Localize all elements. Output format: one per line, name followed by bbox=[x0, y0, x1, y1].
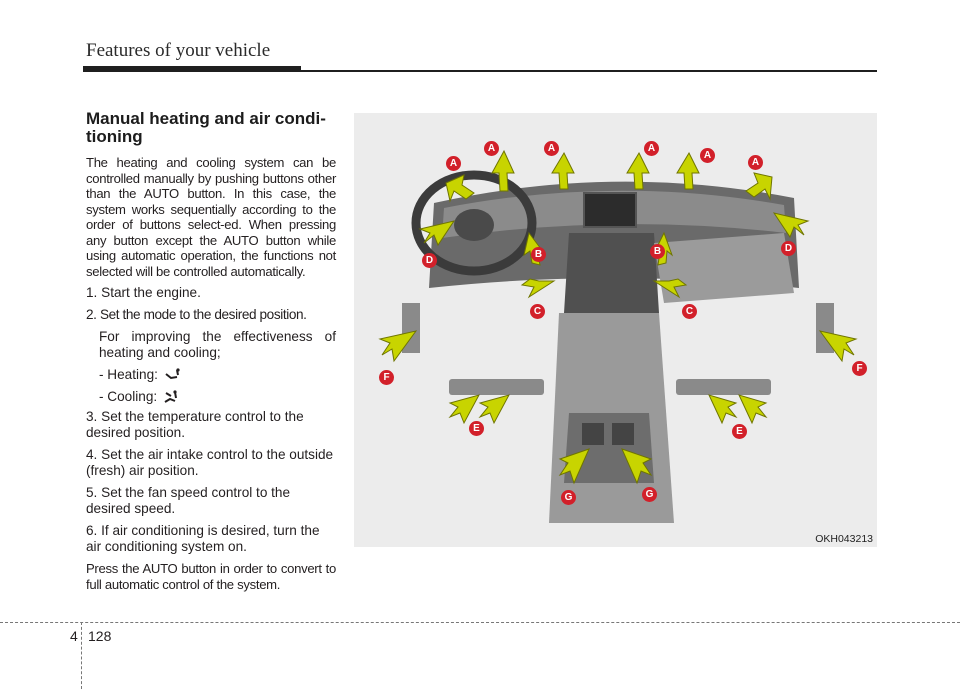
vent-marker-b: B bbox=[650, 244, 665, 259]
vent-marker-a: A bbox=[446, 156, 461, 171]
vent-marker-a: A bbox=[700, 148, 715, 163]
running-header: Features of your vehicle bbox=[86, 40, 271, 61]
vent-marker-f: F bbox=[379, 370, 394, 385]
vent-marker-d: D bbox=[781, 241, 796, 256]
step-3-num: 3. bbox=[86, 409, 98, 424]
step-4-num: 4. bbox=[86, 447, 98, 462]
dashboard-illustration bbox=[378, 149, 858, 523]
step-5-num: 5. bbox=[86, 485, 98, 500]
step-5-text: Set the fan speed control to the desired… bbox=[86, 485, 291, 516]
step-5: 5. Set the fan speed control to the desi… bbox=[86, 485, 336, 517]
improve-note: For improving the effectiveness of heati… bbox=[99, 329, 336, 360]
figure-caption: OKH043213 bbox=[815, 533, 873, 545]
step-1-text: Start the engine. bbox=[101, 285, 201, 300]
step-2-text: Set the mode to the desired position. bbox=[99, 307, 307, 322]
heating-row: - Heating: bbox=[86, 365, 336, 385]
vent-marker-a: A bbox=[748, 155, 763, 170]
vent-marker-a: A bbox=[484, 141, 499, 156]
heating-label: - Heating: bbox=[99, 367, 158, 382]
cooling-row: - Cooling: bbox=[86, 387, 336, 407]
vent-marker-c: C bbox=[682, 304, 697, 319]
step-2-num: 2. bbox=[86, 307, 97, 322]
step-1: 1. Start the engine. bbox=[86, 285, 336, 301]
chapter-number: 4 bbox=[70, 628, 78, 644]
step-6-text: If air conditioning is desired, turn the… bbox=[86, 523, 320, 554]
vent-marker-g: G bbox=[642, 487, 657, 502]
step-2: 2. Set the mode to the desired position. bbox=[86, 307, 336, 323]
step-4-text: Set the air intake control to the outsid… bbox=[86, 447, 334, 478]
vent-marker-a: A bbox=[544, 141, 559, 156]
cooling-mode-icon bbox=[164, 390, 178, 403]
vent-marker-b: B bbox=[531, 247, 546, 262]
vent-marker-f: F bbox=[852, 361, 867, 376]
page-number: 128 bbox=[88, 628, 112, 644]
step-3-text: Set the temperature control to the desir… bbox=[86, 409, 304, 440]
footer-vertical-rule bbox=[81, 622, 82, 689]
vent-diagram: A A A A A A B B C C D D E E F F G G OKH0… bbox=[354, 113, 877, 547]
step-6-num: 6. bbox=[86, 523, 98, 538]
vent-marker-g: G bbox=[561, 490, 576, 505]
footer-rule bbox=[0, 622, 960, 623]
text-column: Manual heating and air condi-tioning The… bbox=[86, 110, 336, 598]
vent-marker-e: E bbox=[469, 421, 484, 436]
step-1-num: 1. bbox=[86, 285, 98, 300]
vent-marker-d: D bbox=[422, 253, 437, 268]
vent-marker-e: E bbox=[732, 424, 747, 439]
step-4: 4. Set the air intake control to the out… bbox=[86, 447, 336, 479]
heating-mode-icon bbox=[165, 368, 180, 380]
section-title: Manual heating and air condi-tioning bbox=[86, 109, 326, 146]
cooling-label: - Cooling: bbox=[99, 389, 158, 404]
outro-paragraph: Press the AUTO button in order to conver… bbox=[86, 561, 336, 592]
intro-paragraph: The heating and cooling system can be co… bbox=[86, 155, 336, 279]
header-rule-thick bbox=[83, 66, 301, 72]
vent-marker-c: C bbox=[530, 304, 545, 319]
step-6: 6. If air conditioning is desired, turn … bbox=[86, 523, 336, 555]
vent-marker-a: A bbox=[644, 141, 659, 156]
step-3: 3. Set the temperature control to the de… bbox=[86, 409, 336, 441]
header-rule-thin bbox=[300, 70, 877, 72]
